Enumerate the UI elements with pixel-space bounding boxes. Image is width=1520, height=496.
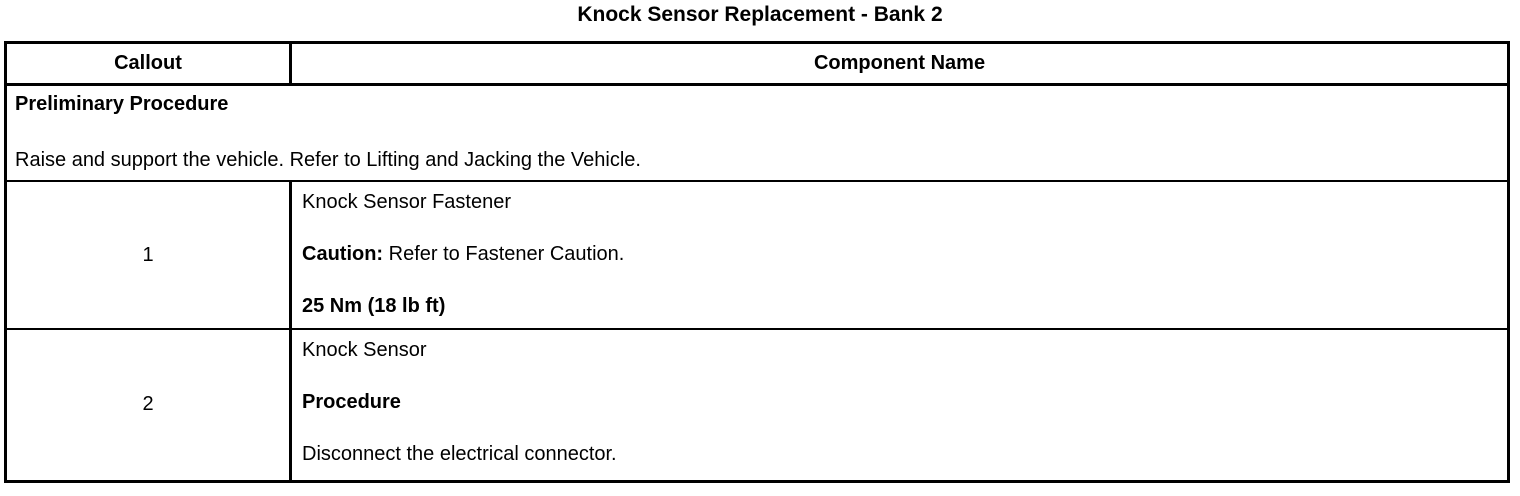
caution-line: Caution: Refer to Fastener Caution. bbox=[302, 243, 1497, 266]
preliminary-heading: Preliminary Procedure bbox=[15, 93, 229, 115]
procedure-label: Procedure bbox=[302, 391, 401, 413]
component-cell-2: Knock Sensor Procedure Disconnect the el… bbox=[289, 328, 1510, 483]
table-row-1: 1 Knock Sensor Fastener Caution: Refer t… bbox=[4, 180, 1510, 330]
column-header-component: Component Name bbox=[289, 41, 1510, 86]
torque-spec: 25 Nm (18 lb ft) bbox=[302, 295, 446, 317]
caution-label: Caution: bbox=[302, 243, 384, 265]
procedure-text: Disconnect the electrical connector. bbox=[302, 443, 617, 465]
callout-number-1: 1 bbox=[4, 180, 292, 330]
preliminary-row: Preliminary Procedure Raise and support … bbox=[4, 83, 1510, 182]
caution-text: Refer to Fastener Caution. bbox=[388, 243, 625, 265]
table-row-2: 2 Knock Sensor Procedure Disconnect the … bbox=[4, 328, 1510, 483]
preliminary-cell: Preliminary Procedure Raise and support … bbox=[4, 83, 1510, 182]
component-cell-1: Knock Sensor Fastener Caution: Refer to … bbox=[289, 180, 1510, 330]
callout-number-2: 2 bbox=[4, 328, 292, 483]
page-title: Knock Sensor Replacement - Bank 2 bbox=[577, 3, 943, 26]
header-row: Callout Component Name bbox=[4, 41, 1510, 86]
preliminary-text: Raise and support the vehicle. Refer to … bbox=[15, 149, 641, 171]
procedure-table: Callout Component Name Preliminary Proce… bbox=[4, 41, 1510, 483]
column-header-callout: Callout bbox=[4, 41, 292, 86]
component-name: Knock Sensor bbox=[302, 339, 427, 361]
component-name: Knock Sensor Fastener bbox=[302, 191, 511, 213]
